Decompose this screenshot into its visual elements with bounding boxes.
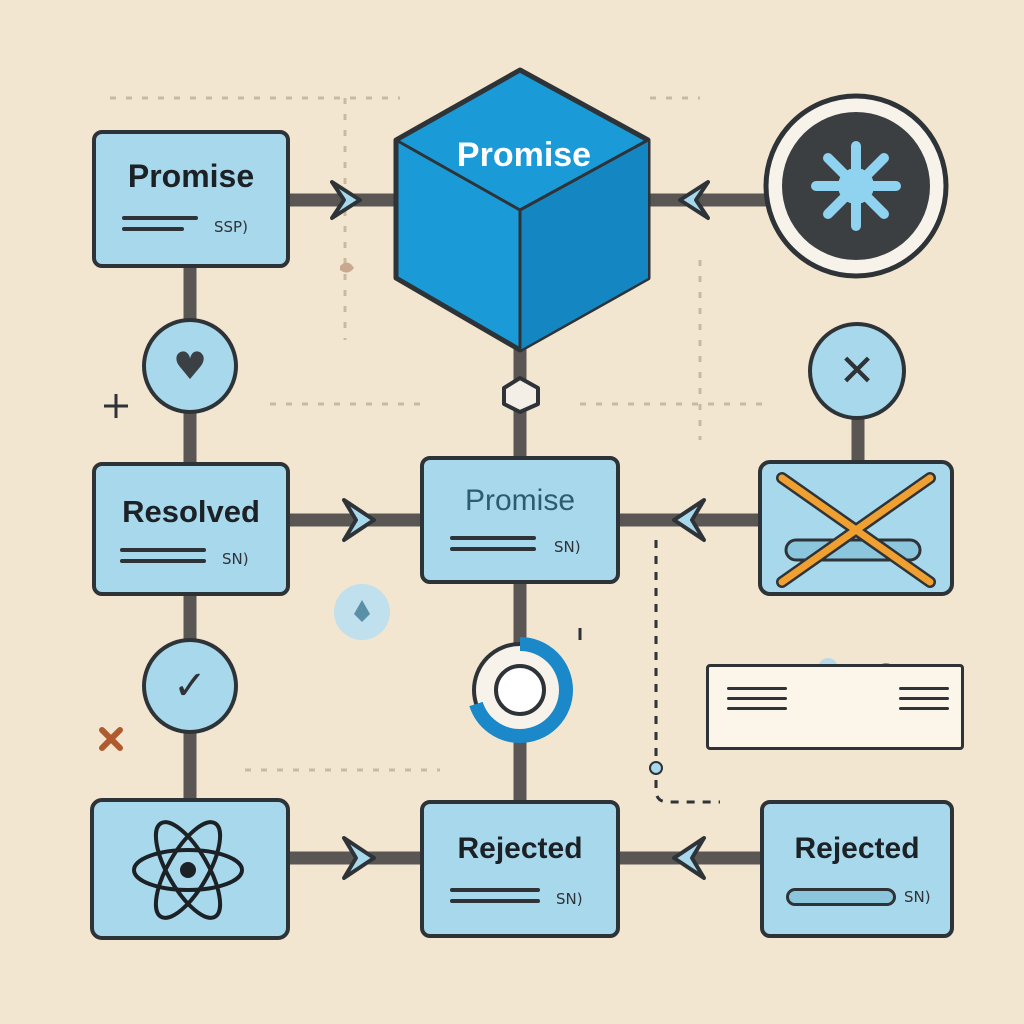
text-lines	[450, 536, 536, 558]
card-caption: SN)	[556, 890, 583, 908]
arrow-right-icon	[342, 498, 376, 542]
note-card	[706, 664, 964, 750]
card-caption: SN)	[904, 888, 931, 906]
plus-icon	[104, 394, 128, 418]
resolved-check-badge: ✓	[142, 638, 238, 734]
card-caption: SN)	[554, 538, 581, 556]
small-x-icon	[99, 727, 123, 751]
text-lines	[120, 548, 206, 570]
sparkle-icon	[354, 600, 370, 622]
arrow-left-icon	[672, 836, 706, 880]
text-lines	[122, 216, 198, 238]
card-title: Promise	[464, 484, 576, 517]
checkmark-icon: ✓	[173, 663, 207, 709]
atom-icon	[132, 820, 244, 920]
card-title: Rejected	[794, 832, 920, 865]
resolved-badge: ♥	[142, 318, 238, 414]
dashed-guides	[110, 96, 770, 772]
callback-dot	[649, 761, 663, 775]
arrow-left-icon	[672, 498, 706, 542]
promise-hexagon	[393, 67, 651, 353]
promise-card: Promise SSP)	[92, 130, 290, 268]
rejected-card: Rejected SN)	[420, 800, 620, 938]
card-title: Rejected	[457, 832, 583, 865]
diamond-marker-icon	[502, 376, 540, 414]
rejected-card-graphic	[758, 460, 954, 596]
dashed-callback-path	[654, 540, 720, 804]
close-icon: ✕	[838, 345, 876, 397]
text-lines	[727, 687, 787, 717]
blob-icon	[340, 262, 354, 273]
text-lines	[450, 888, 540, 910]
heart-icon: ♥	[172, 344, 208, 388]
arrow-right-icon	[330, 180, 362, 220]
rejected-card: Rejected SN)	[760, 800, 954, 938]
resolved-card: Resolved SN)	[92, 462, 290, 596]
pending-state-circle	[763, 93, 949, 279]
progress-pill	[786, 888, 896, 906]
hexagon-title: Promise	[456, 136, 592, 174]
card-caption: SSP)	[214, 218, 248, 236]
card-caption: SN)	[222, 550, 249, 568]
card-title: Promise	[127, 158, 255, 194]
decorative-marks	[99, 262, 582, 751]
arrow-right-icon	[342, 836, 376, 880]
text-lines	[899, 687, 949, 717]
atom-card-graphic	[90, 798, 290, 940]
arrow-left-icon	[678, 180, 710, 220]
loading-ring	[469, 637, 573, 744]
promise-card: Promise SN)	[420, 456, 620, 584]
loading-ring-icon	[494, 664, 546, 716]
card-title: Resolved	[122, 494, 260, 529]
arrowheads	[330, 180, 710, 880]
rejected-badge: ✕	[808, 322, 906, 420]
cross-icon	[778, 474, 934, 586]
